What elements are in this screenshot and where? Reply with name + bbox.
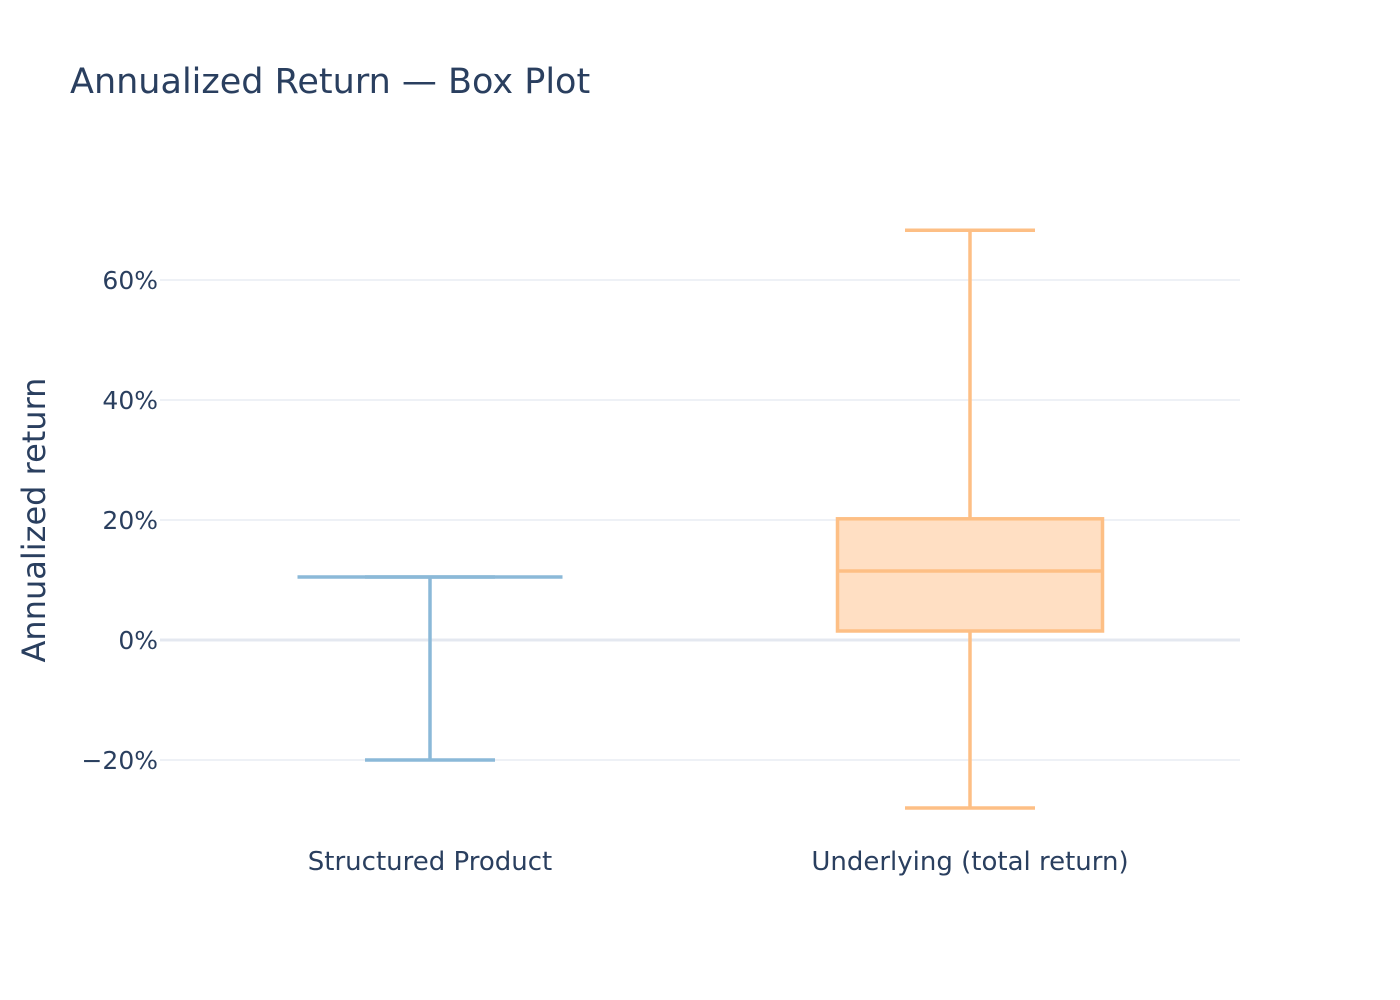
- x-category-label-0: Structured Product: [308, 847, 552, 877]
- x-category-label-1: Underlying (total return): [811, 847, 1128, 877]
- y-axis-title: Annualized return: [15, 378, 53, 663]
- boxes: [297, 228, 1105, 810]
- box-1: [835, 228, 1105, 810]
- box-0: [297, 575, 563, 762]
- y-tick-label-4: 60%: [102, 266, 158, 295]
- y-tick-label-3: 40%: [102, 386, 158, 415]
- chart-title: Annualized Return — Box Plot: [70, 62, 591, 102]
- y-axis-ticks: −20% 0% 20% 40% 60%: [81, 266, 158, 775]
- y-tick-label-1: 0%: [118, 626, 158, 655]
- gridlines: [160, 279, 1240, 761]
- x-axis-categories: Structured Product Underlying (total retu…: [308, 847, 1129, 877]
- box-body-1: [835, 517, 1105, 633]
- y-tick-label-0: −20%: [81, 746, 158, 775]
- y-tick-label-2: 20%: [102, 506, 158, 535]
